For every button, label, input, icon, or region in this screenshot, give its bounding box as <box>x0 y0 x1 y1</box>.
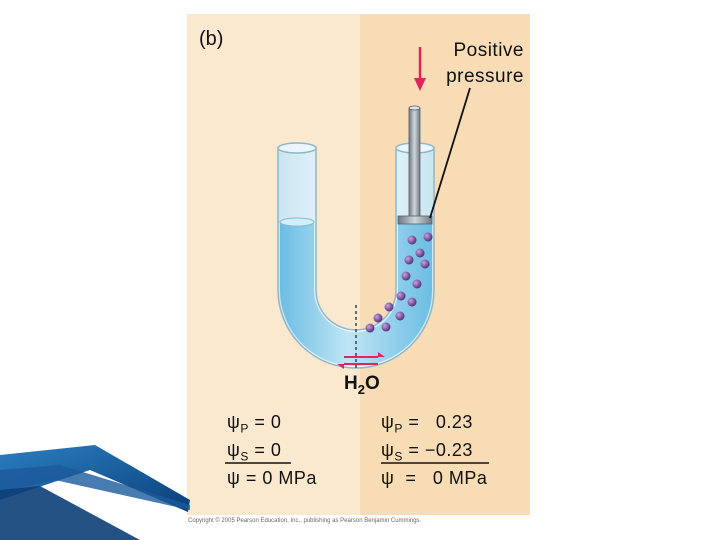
right-psi-p: ψP = 0.23 <box>381 412 473 436</box>
corner-swoosh-decoration <box>0 445 190 540</box>
left-psi-s: ψS = 0 <box>227 440 282 464</box>
pressure-label-line2: pressure <box>446 66 524 87</box>
panel-label: (b) <box>199 28 224 50</box>
piston <box>397 105 433 225</box>
copyright-credit: Copyright © 2005 Pearson Education, Inc.… <box>188 518 422 524</box>
pressure-label-line1: Positive <box>453 40 524 61</box>
background-right-panel <box>360 14 530 515</box>
solute-particles <box>365 232 433 333</box>
right-psi: ψ = 0 MPa <box>381 468 488 488</box>
background-left-panel <box>187 14 360 515</box>
right-psi-s: ψS = −0.23 <box>381 440 473 464</box>
pressure-leader-line <box>429 87 471 219</box>
pressure-arrow-icon <box>414 47 426 91</box>
left-psi: ψ = 0 MPa <box>227 468 317 488</box>
water-label: H2O <box>344 373 380 397</box>
left-psi-p: ψP = 0 <box>227 412 282 436</box>
water-fill <box>280 222 432 366</box>
u-tube <box>277 142 435 369</box>
equilibrium-arrows-icon <box>337 352 385 369</box>
